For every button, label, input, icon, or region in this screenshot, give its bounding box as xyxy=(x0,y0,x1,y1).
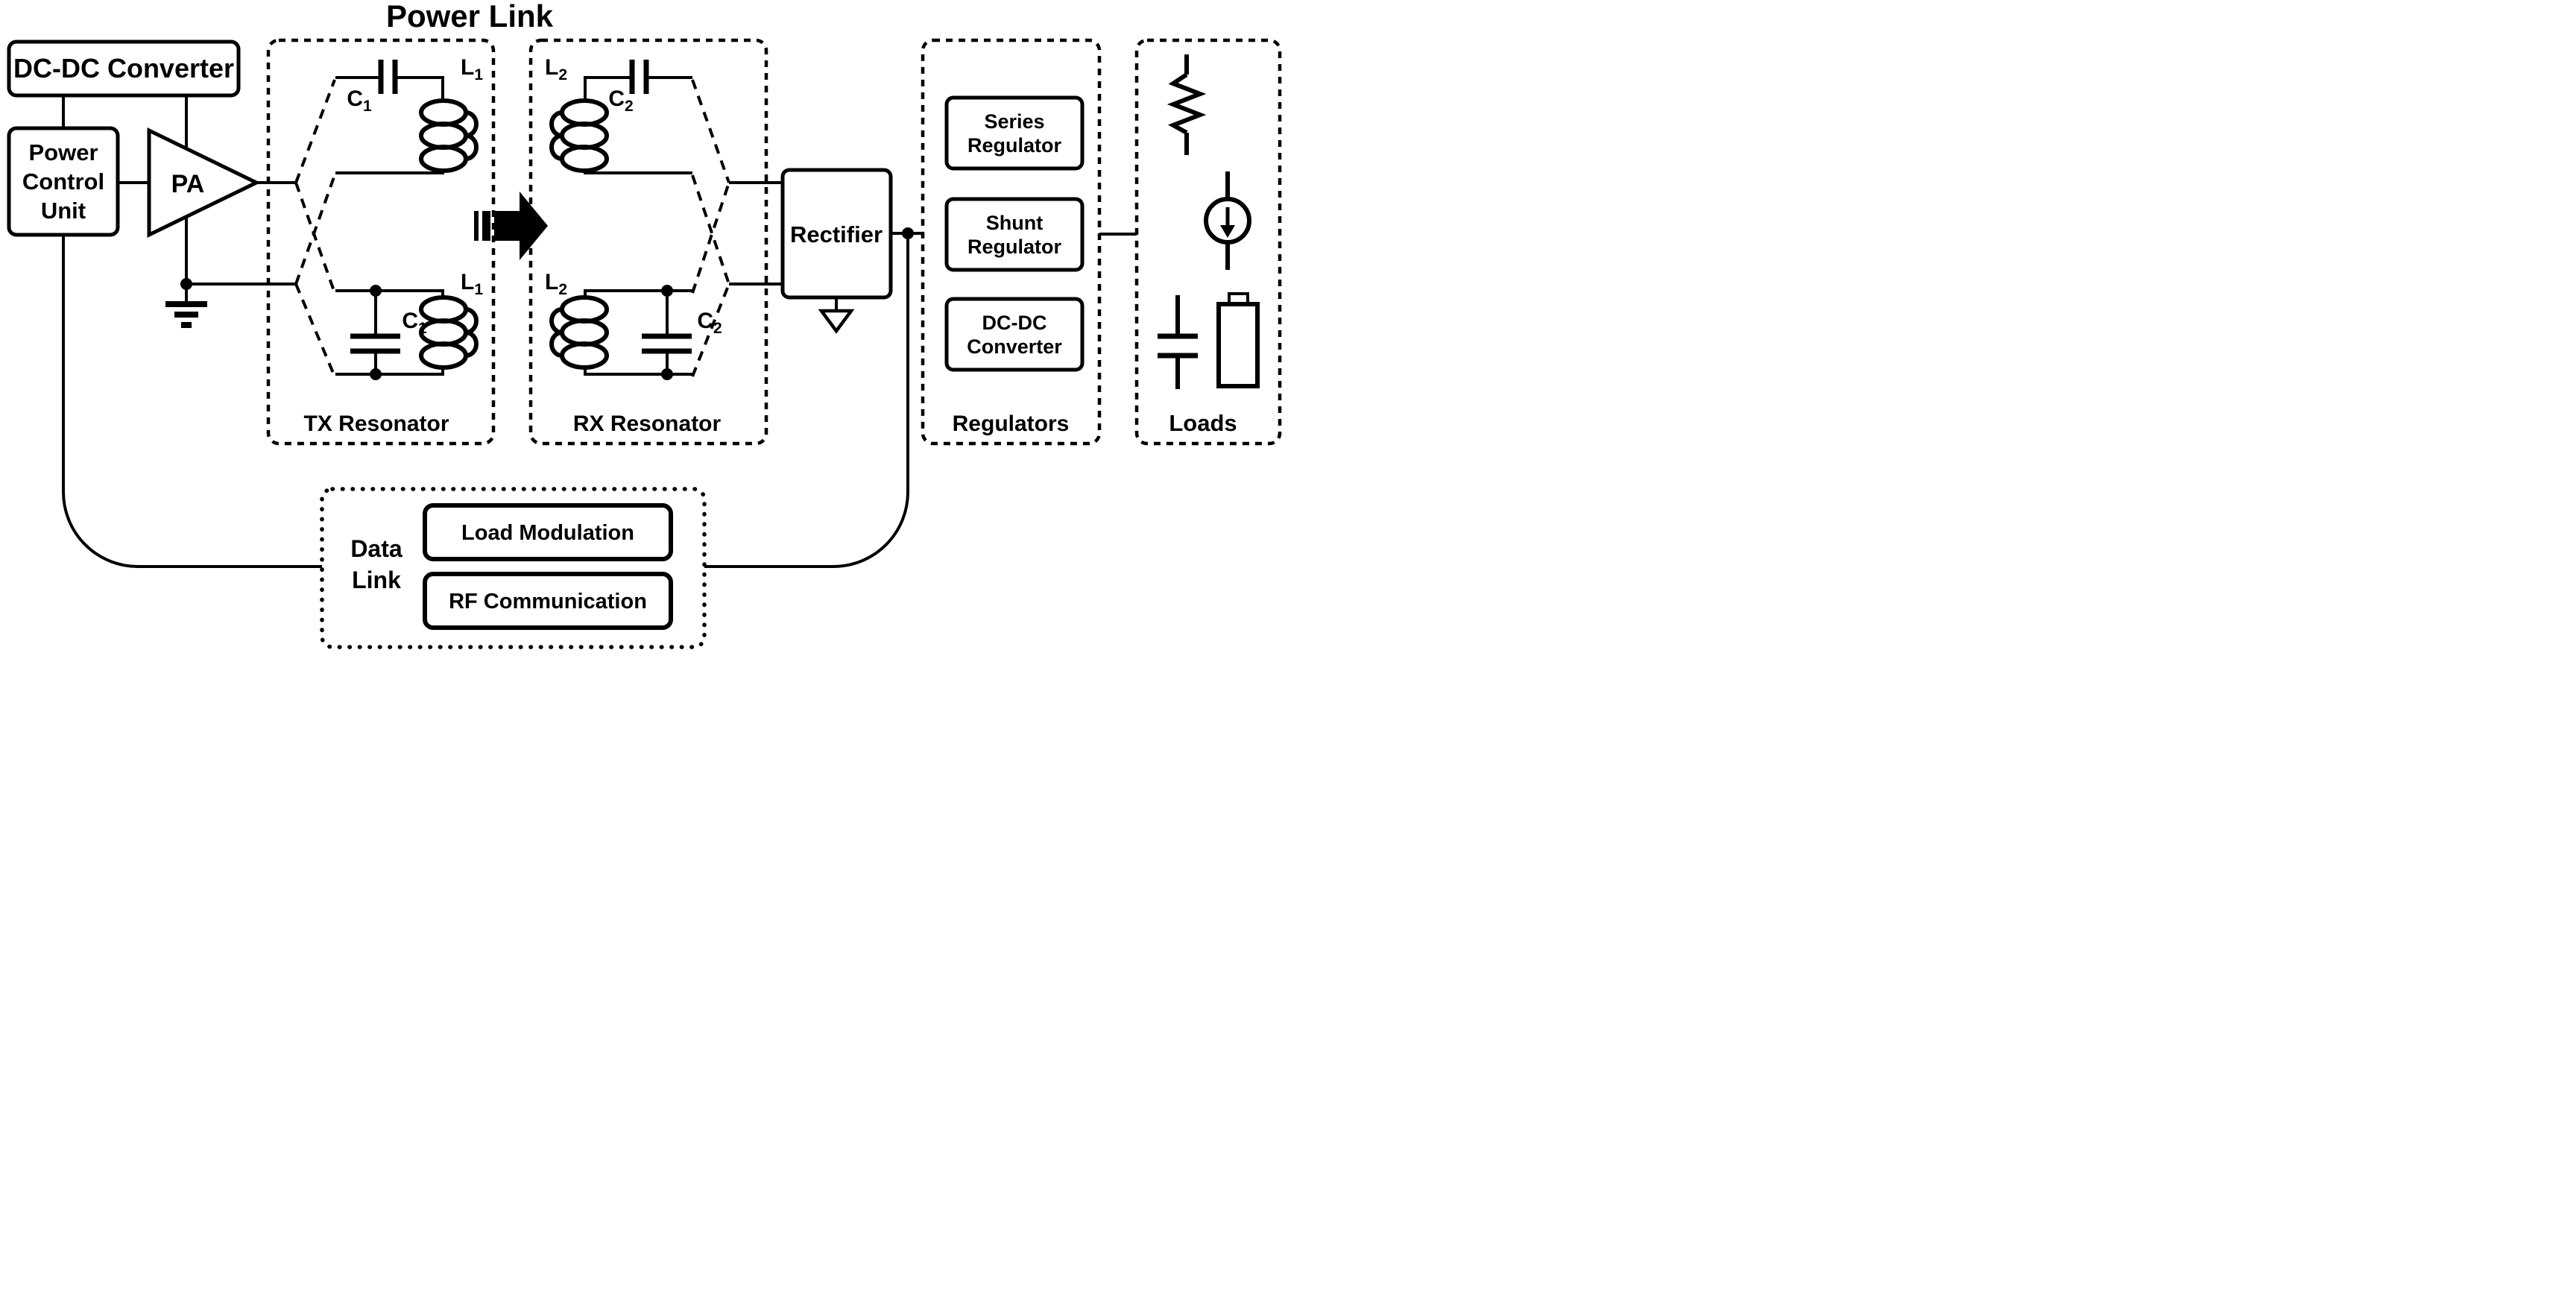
current-source-load-icon xyxy=(1204,171,1251,270)
dcdc-regulator-line1: DC-DC xyxy=(982,312,1047,334)
dcdc-converter-box xyxy=(7,40,241,98)
series-regulator-line1: Series xyxy=(984,110,1044,133)
resistor-load-icon xyxy=(1167,54,1207,155)
rx-link-upper-a xyxy=(691,79,730,183)
pcu-label-line2: Control xyxy=(22,168,104,195)
power-amplifier-icon xyxy=(147,127,261,238)
power-link-title: Power Link xyxy=(386,0,554,34)
tx-series-tank xyxy=(335,60,479,174)
shunt-regulator-line1: Shunt xyxy=(986,212,1043,234)
rx-link-upper-b xyxy=(691,182,730,294)
dcdc-regulator-box xyxy=(944,297,1085,372)
tx-parallel-tank xyxy=(335,285,479,380)
battery-load-icon xyxy=(1216,292,1260,388)
pcu-label-line1: Power xyxy=(28,139,98,165)
series-regulator-box xyxy=(944,95,1085,171)
rx-series-tank xyxy=(549,60,692,174)
rf-communication-label: RF Communication xyxy=(449,590,647,614)
rectifier-label: Rectifier xyxy=(790,221,883,247)
diagram-canvas: Power Link DC-DC Converter Power Control… xyxy=(0,0,1288,654)
tx-link-lower-a xyxy=(294,174,336,285)
rx-l2-bottom-label: L2 xyxy=(545,270,567,298)
data-link-label-line1: Data xyxy=(350,535,402,562)
power-flow-arrow-icon xyxy=(474,192,548,260)
rx-parallel-tank xyxy=(549,285,692,380)
pcu-label-line3: Unit xyxy=(41,198,86,224)
tx-c1-label: C1 xyxy=(347,86,372,115)
output-junction-dot xyxy=(902,227,914,239)
rx-link-lower-a xyxy=(691,174,730,285)
tx-link-upper-a xyxy=(294,79,336,183)
pa-label: PA xyxy=(171,170,205,198)
tx-resonator-box xyxy=(266,38,496,446)
wpt-system-diagram: Power Link DC-DC Converter Power Control… xyxy=(7,0,1282,649)
rx-resonator-box xyxy=(528,38,768,446)
rx-c2-bottom-label: C2 xyxy=(697,309,722,337)
tx-link-lower-b xyxy=(294,283,336,377)
tx-c1-bottom-label: C1 xyxy=(402,309,427,337)
data-link-box xyxy=(320,487,707,649)
regulators-box xyxy=(921,38,1102,446)
wire-output-to-datalink-curve xyxy=(704,233,909,568)
rx-resonator-label: RX Resonator xyxy=(573,411,722,436)
power-control-unit-box xyxy=(7,126,120,237)
wire-pcu-to-datalink-curve xyxy=(62,235,322,568)
dcdc-converter-label: DC-DC Converter xyxy=(13,53,234,83)
rf-communication-box xyxy=(423,572,673,630)
rx-l2-top-label: L2 xyxy=(545,55,567,83)
series-regulator-line2: Regulator xyxy=(967,134,1062,157)
tx-resonator-label: TX Resonator xyxy=(303,411,449,436)
shunt-regulator-box xyxy=(944,197,1085,272)
dcdc-regulator-line2: Converter xyxy=(967,335,1062,358)
loads-label: Loads xyxy=(1169,410,1237,436)
load-modulation-box xyxy=(423,503,673,561)
shunt-regulator-line2: Regulator xyxy=(967,236,1062,258)
capacitor-load-icon xyxy=(1158,295,1198,389)
rx-c2-label: C2 xyxy=(608,86,633,115)
ground-symbol-icon xyxy=(165,301,207,328)
data-link-label-line2: Link xyxy=(352,567,401,593)
loads-box xyxy=(1134,38,1282,446)
tx-l1-bottom-label: L1 xyxy=(461,270,483,298)
tx-link-upper-b xyxy=(294,182,336,294)
rectifier-ground-icon xyxy=(818,309,855,334)
tx-l1-top-label: L1 xyxy=(461,55,483,83)
load-modulation-label: Load Modulation xyxy=(461,521,634,545)
regulators-label: Regulators xyxy=(953,411,1070,436)
